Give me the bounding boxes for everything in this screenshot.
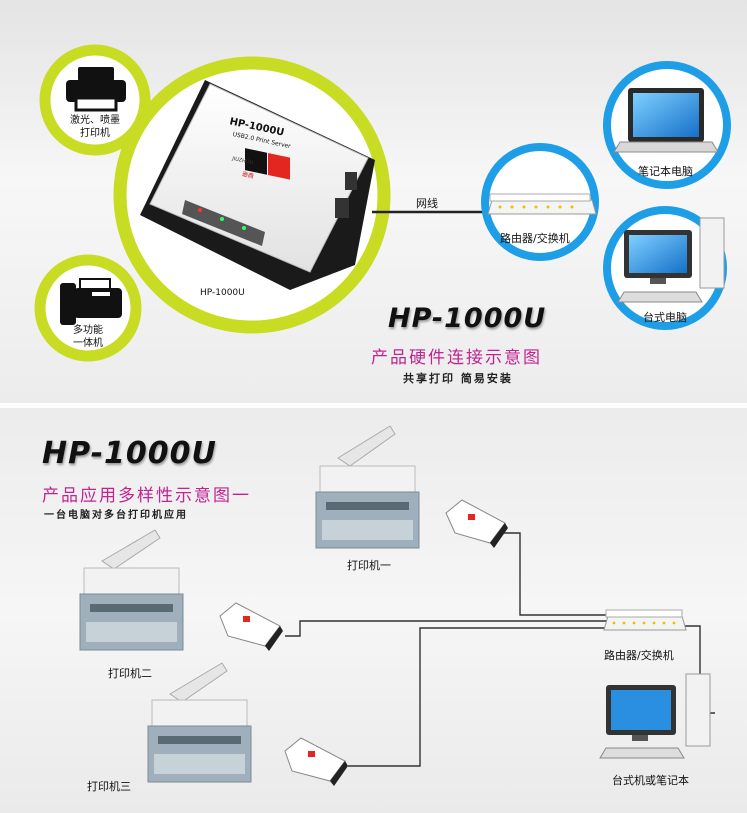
printer-1-image xyxy=(315,425,420,549)
mfp-label-line1: 多功能 xyxy=(73,325,103,336)
cable-label: 网线 xyxy=(416,197,438,210)
hardware-connection-panel: HP-1000U USB2.0 Print Server JIUZHOU 逊商 … xyxy=(0,0,747,403)
page-subtitle: 产品硬件连接示意图 xyxy=(371,348,542,368)
application-diversity-graphics xyxy=(79,425,715,786)
router-image xyxy=(603,609,687,631)
printer-2-image xyxy=(79,529,184,651)
router-label: 路由器/交换机 xyxy=(500,232,570,245)
device-name-label: HP-1000U xyxy=(200,288,245,298)
cable-printer1 xyxy=(500,532,608,616)
print-server-device xyxy=(140,80,375,290)
printer-3-label: 打印机三 xyxy=(87,780,131,793)
hardware-connection-graphics xyxy=(34,44,731,362)
cable-printer3 xyxy=(348,627,608,767)
router-label-bottom: 路由器/交换机 xyxy=(604,649,674,662)
laser-printer-label: 激光、喷墨 打印机 xyxy=(58,114,132,140)
mfp-label: 多功能 一体机 xyxy=(60,324,116,350)
computer-label: 台式机或笔记本 xyxy=(612,774,689,787)
laptop-icon xyxy=(613,88,719,153)
desktop-icon xyxy=(617,217,725,303)
print-server-2 xyxy=(219,602,283,651)
laser-printer-icon xyxy=(66,67,126,112)
page-tagline: 共享打印 简易安装 xyxy=(403,372,513,385)
cable-printer2 xyxy=(285,620,608,637)
section-tagline: 一台电脑对多台打印机应用 xyxy=(44,510,188,521)
application-diversity-panel: HP-1000U 产品应用多样性示意图一 一台电脑对多台打印机应用 打印机一 打… xyxy=(0,408,747,813)
laptop-label: 笔记本电脑 xyxy=(638,165,693,178)
mfp-icon xyxy=(60,278,122,325)
print-server-3 xyxy=(284,737,348,786)
mfp-label-line2: 一体机 xyxy=(73,338,103,349)
computer-image xyxy=(599,673,711,759)
section-subtitle: 产品应用多样性示意图一 xyxy=(42,486,251,506)
printer-3-image xyxy=(147,662,252,783)
printer-1-label: 打印机一 xyxy=(347,559,391,572)
laser-printer-label-line2: 打印机 xyxy=(80,128,110,139)
laser-printer-label-line1: 激光、喷墨 xyxy=(70,115,120,126)
print-server-1 xyxy=(445,499,508,548)
page-title: HP-1000U xyxy=(388,303,547,334)
desktop-label: 台式电脑 xyxy=(643,311,687,324)
router-icon xyxy=(487,193,597,215)
section-title: HP-1000U xyxy=(42,436,217,471)
printer-2-label: 打印机二 xyxy=(108,667,152,680)
